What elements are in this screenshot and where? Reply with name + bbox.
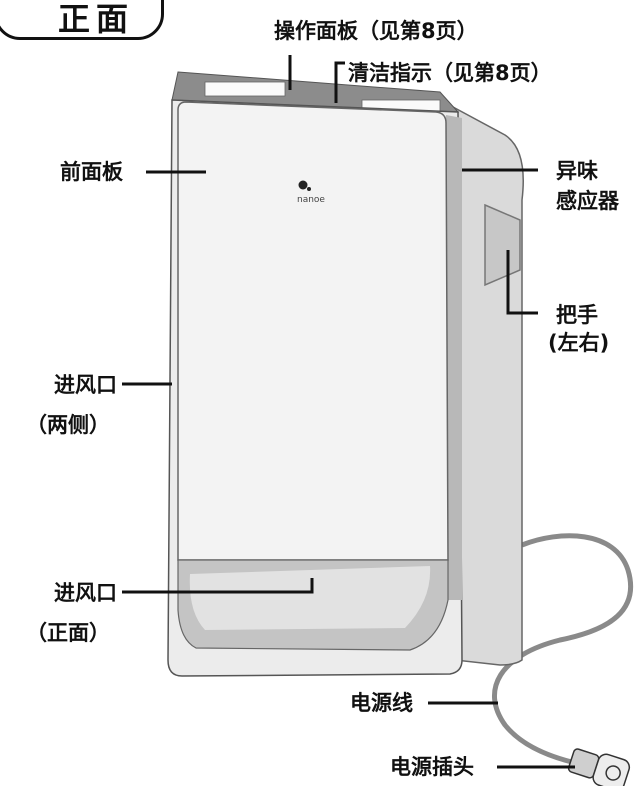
front-panel bbox=[177, 101, 449, 561]
label-front-panel: 前面板 bbox=[60, 160, 123, 184]
leader-front-inlet bbox=[122, 578, 314, 594]
power-cord bbox=[492, 533, 634, 768]
title-frame bbox=[0, 0, 164, 40]
label-control-panel: 操作面板（见第8页） bbox=[274, 19, 478, 43]
label-handle-2: (左右) bbox=[548, 331, 610, 355]
leader-handle bbox=[506, 250, 538, 315]
nanoe-logo-icon bbox=[298, 180, 308, 190]
silver-edge bbox=[446, 115, 462, 600]
label-side-inlet-2: （两侧） bbox=[26, 413, 110, 437]
power-plug bbox=[567, 748, 631, 786]
label-power-cord: 电源线 bbox=[350, 691, 413, 715]
label-odor-2: 感应器 bbox=[556, 189, 619, 213]
page-title: 正面 bbox=[58, 0, 135, 38]
label-side-inlet-1: 进风口 bbox=[54, 373, 117, 397]
label-power-plug: 电源插头 bbox=[390, 755, 474, 779]
label-front-inlet-1: 进风口 bbox=[54, 581, 117, 605]
label-handle-1: 把手 bbox=[556, 303, 598, 327]
brand-text: nanoe bbox=[297, 195, 325, 205]
front-inlet-opening bbox=[189, 566, 431, 630]
label-odor-1: 异味 bbox=[556, 159, 598, 183]
handle-recess bbox=[484, 203, 521, 287]
label-clean-indicator: 清洁指示（见第8页） bbox=[348, 61, 552, 85]
label-front-inlet-2: （正面） bbox=[26, 621, 110, 645]
leader-clean bbox=[334, 61, 345, 103]
control-panel-strip bbox=[204, 81, 286, 97]
